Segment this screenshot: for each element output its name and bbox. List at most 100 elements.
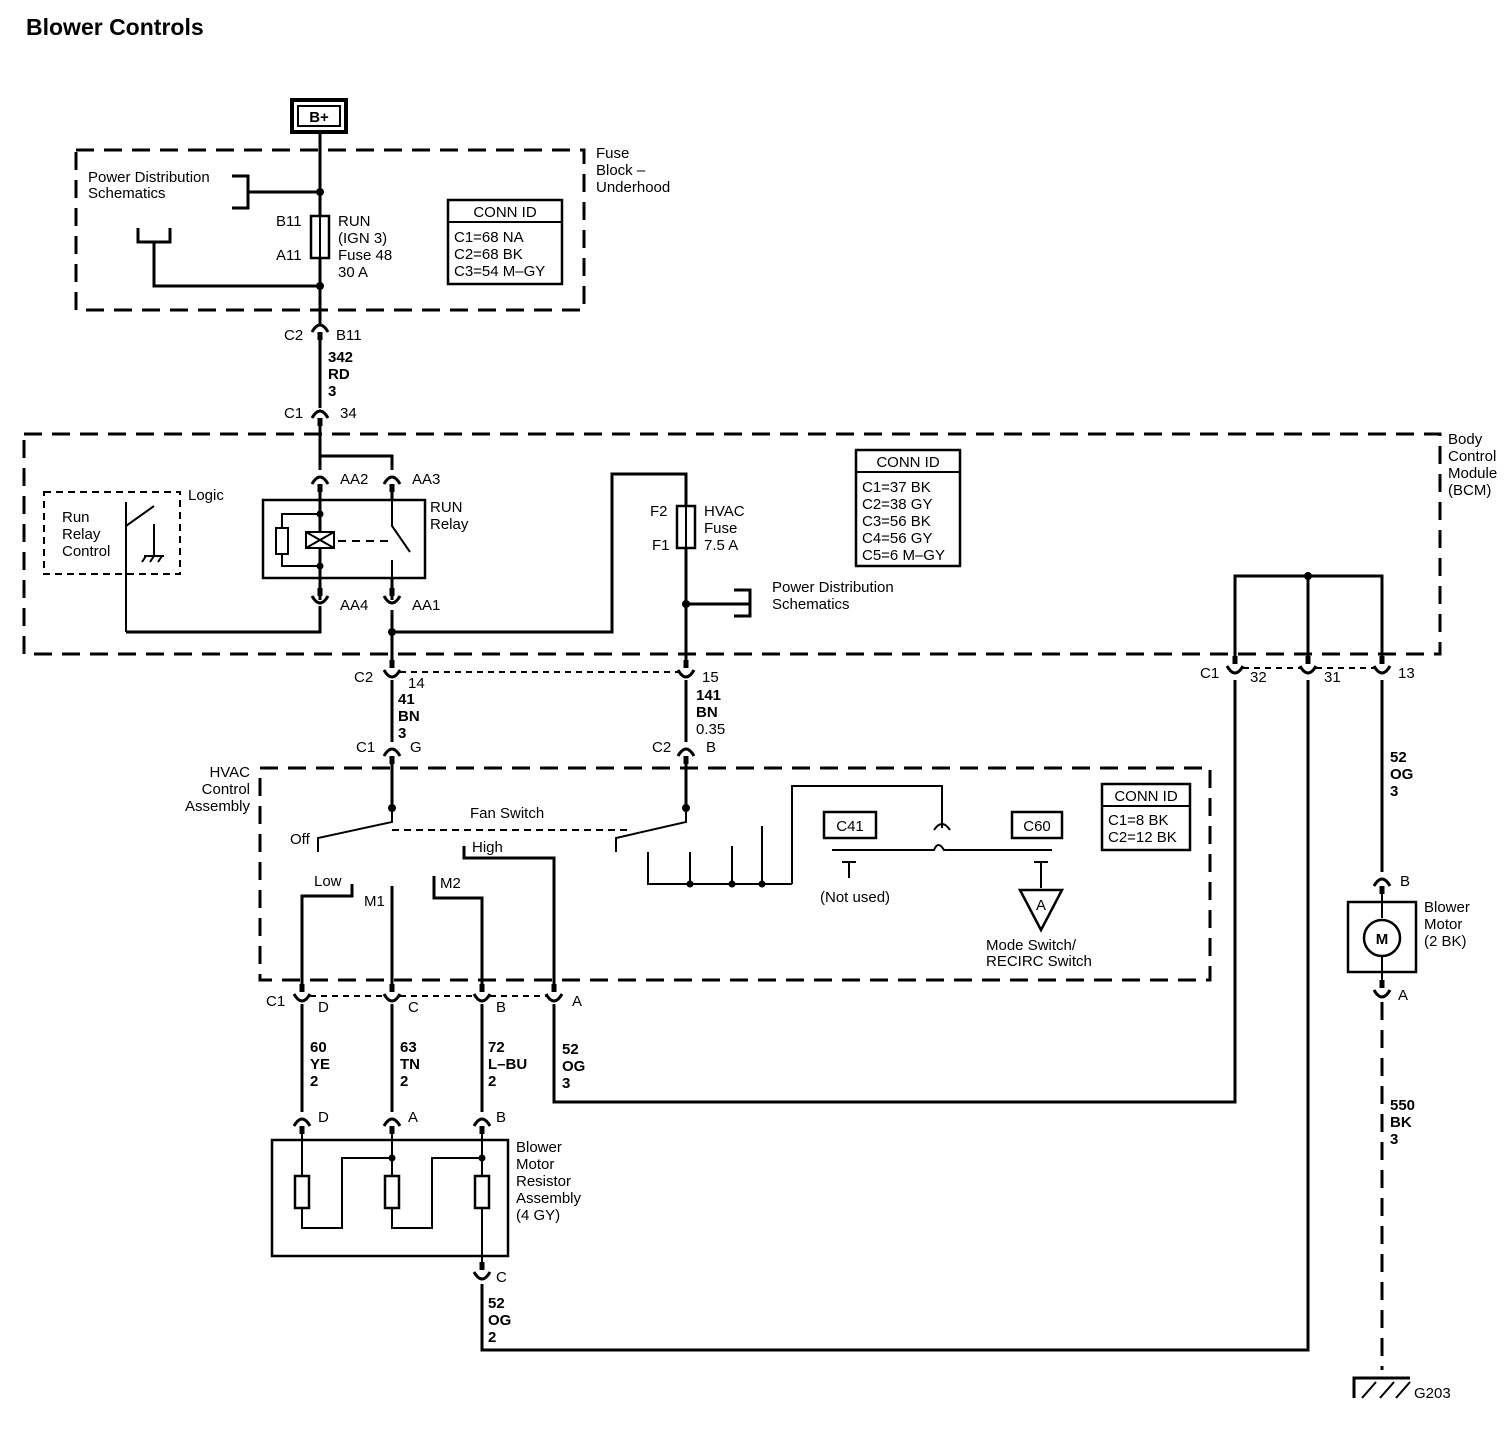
motor-name-3: (2 BK) [1424,933,1467,950]
bcm-name-4: (BCM) [1448,482,1491,499]
wire-63-num: 63 [400,1039,417,1056]
motor-name-1: Blower [1424,899,1470,916]
wire-72-num: 72 [488,1039,505,1056]
wire-52c-num: 52 [1390,749,1407,766]
wire-52c-size: 3 [1390,783,1398,800]
connector-hvac-c1-bottom: C1 D C B A [266,984,582,1016]
conn-id-line: C4=56 GY [862,530,932,547]
not-used-label: (Not used) [820,889,890,906]
conn-id-line: C3=56 BK [862,513,931,530]
bcm-name-1: Body [1448,431,1483,448]
hvac-control-assembly: HVAC Control Assembly Fan Switch Off Hig… [185,764,1212,988]
wire-41-color: BN [398,708,420,725]
pin-label-c: C [496,1269,507,1286]
diagram-title: Blower Controls [26,14,204,40]
pin-aa2: AA2 [340,471,368,488]
conn-label: C2 [652,739,671,756]
fuse-block-name-3: Underhood [596,179,670,196]
conn-label: C2 [284,327,303,344]
pin-aa1: AA1 [412,597,440,614]
blower-motor-resistor-assembly: D A B Blower Motor Resistor Assembly (4 … [270,1109,582,1286]
conn-label: C1 [266,993,285,1010]
rrc-line-1: Run [62,509,90,526]
connector-c2-14: C2 14 [354,660,425,692]
wire-52-size: 3 [562,1075,570,1092]
pin-label: 15 [702,669,719,686]
wire-60-num: 60 [310,1039,327,1056]
pin-label: B [496,1109,506,1126]
pin-label: 13 [1398,665,1415,682]
hvac-name-3: Assembly [185,798,251,815]
conn-label: C1 [1200,665,1219,682]
fuse-pin-b11: B11 [276,213,302,230]
wire-60-color: YE [310,1056,330,1073]
pos-low: Low [314,873,342,890]
relay-label-1: RUN [430,499,463,516]
pin-label: G [410,739,422,756]
ground-g203: G203 [1352,1376,1451,1402]
wire-72-size: 2 [488,1073,496,1090]
wire-52b-color: OG [488,1312,511,1329]
run-relay-control-logic: Logic Run Relay Control [43,487,322,634]
power-dist-label-1: Power Distribution [88,169,210,186]
hvac-fuse-line-3: 7.5 A [704,537,738,554]
pin-label: B11 [336,327,362,344]
conn-id-line: C3=54 M–GY [454,263,545,280]
c60-label: C60 [1023,818,1051,835]
conn-id-title: CONN ID [876,454,940,471]
wire-141-size: 0.35 [696,721,725,738]
resistor-name-2: Motor [516,1156,554,1173]
conn-id-title: CONN ID [473,204,537,221]
wire-72-color: L–BU [488,1056,527,1073]
motor-pin-a: A [1398,987,1408,1004]
mode-switch-2: RECIRC Switch [986,953,1092,970]
relay-label-2: Relay [430,516,469,533]
bcm-power-dist-1: Power Distribution [772,579,894,596]
fuse-pin-a11: A11 [276,247,302,264]
fuse-block-conn-id: CONN ID C1=68 NA C2=68 BK C3=54 M–GY [446,198,564,286]
rrc-line-2: Relay [62,526,101,543]
connector-c1-right: C1 32 31 13 [1200,656,1415,686]
hvac-conn-id: CONN ID C1=8 BK C2=12 BK [1100,782,1192,852]
pin-label: B [496,999,506,1016]
body-control-module: Body Control Module (BCM) CONN ID C1=37 … [22,431,1497,660]
run-relay: RUN Relay AA2 AA3 AA4 AA1 [261,471,469,614]
wire-63-size: 2 [400,1073,408,1090]
wire-41-size: 3 [398,725,406,742]
hvac-fuse-line-2: Fuse [704,520,737,537]
resistor-name-1: Blower [516,1139,562,1156]
hvac-name-2: Control [202,781,250,798]
fuse48-line-4: 30 A [338,264,368,281]
pin-aa4: AA4 [340,597,368,614]
connector-c41: C41 (Not used) [820,810,890,906]
fuse-block-underhood: Fuse Block – Underhood Power Distributio… [74,145,670,312]
pin-label: D [318,999,329,1016]
motor-symbol: M [1376,931,1389,948]
conn-id-line: C1=37 BK [862,479,931,496]
wire-342-size: 3 [328,383,336,400]
fuse-block-name-1: Fuse [596,145,629,162]
fan-switch-label: Fan Switch [470,805,544,822]
conn-id-line: C2=68 BK [454,246,523,263]
wire-52b-size: 2 [488,1329,496,1346]
wire-550-num: 550 [1390,1097,1415,1114]
resistor-name-3: Resistor [516,1173,571,1190]
b-plus-label: B+ [309,109,329,126]
power-dist-label-2: Schematics [88,185,166,202]
pin-label: 32 [1250,669,1267,686]
rrc-line-3: Control [62,543,110,560]
wire-342-color: RD [328,366,350,383]
wire-52c-color: OG [1390,766,1413,783]
conn-label: C1 [284,405,303,422]
pin-label: C [408,999,419,1016]
conn-label: C1 [356,739,375,756]
connector-c1-34: C1 34 [284,405,357,426]
pin-label: 14 [408,675,425,692]
bcm-power-dist-2: Schematics [772,596,850,613]
motor-pin-b: B [1400,873,1410,890]
wire-52-color: OG [562,1058,585,1075]
pin-label: A [572,993,582,1010]
fuse-pin-f2: F2 [650,503,668,520]
fuse48-line-3: Fuse 48 [338,247,392,264]
